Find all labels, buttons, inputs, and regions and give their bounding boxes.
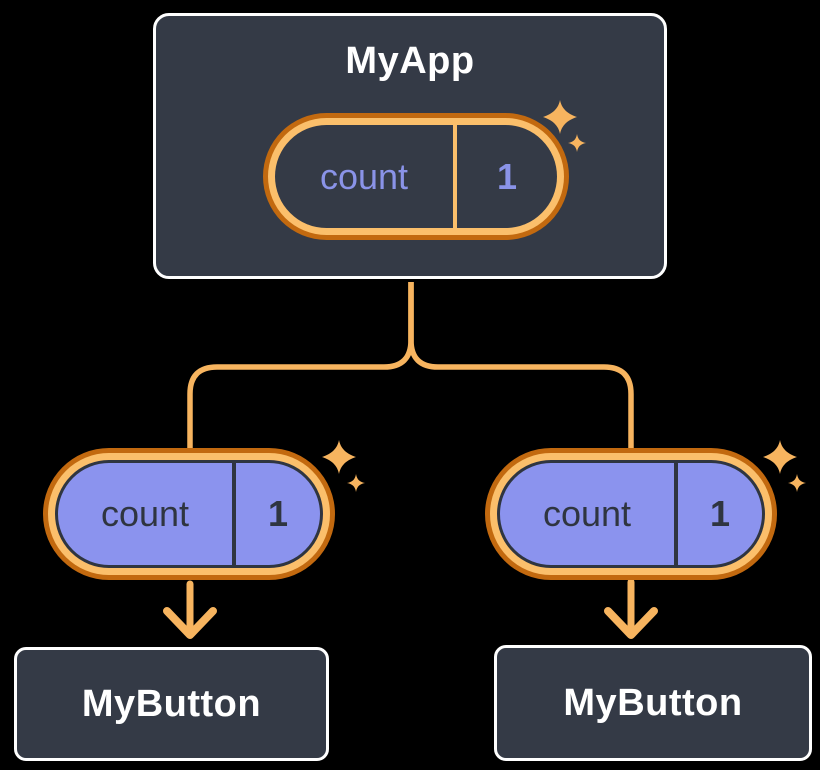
prop-pill-left: count 1: [43, 448, 335, 580]
state-pill-ring: count 1: [268, 118, 564, 235]
sparkle-icon: [543, 100, 586, 152]
state-pill-value: 1: [496, 155, 518, 197]
prop-pill-value: 1: [709, 493, 731, 534]
prop-pill-right: count 1: [485, 448, 777, 580]
sparkle-icon: [322, 440, 365, 492]
node-mybutton-left: MyButton: [14, 647, 329, 761]
connector-left-branch: [187, 282, 414, 449]
arrow-right-head-icon: [604, 607, 658, 639]
pill-divider: [453, 125, 457, 228]
prop-pill-ring: count 1: [490, 453, 772, 575]
state-pill-myapp: count 1: [263, 113, 569, 240]
prop-pill-name: count: [100, 493, 190, 534]
node-mybutton-right: MyButton: [494, 645, 812, 761]
connector-right-branch: [408, 282, 634, 449]
prop-pill-ring: count 1: [48, 453, 330, 575]
node-mybutton-left-title: MyButton: [81, 682, 262, 725]
sparkle-icon: [763, 440, 806, 492]
prop-pill-value: 1: [267, 493, 289, 534]
node-myapp-title: MyApp: [345, 40, 475, 82]
pill-divider: [232, 463, 236, 565]
node-mybutton-right-title: MyButton: [563, 681, 743, 724]
arrow-left-head-icon: [163, 607, 217, 639]
pill-divider: [674, 463, 678, 565]
state-pill-name: count: [319, 155, 409, 197]
prop-pill-name: count: [542, 493, 632, 534]
